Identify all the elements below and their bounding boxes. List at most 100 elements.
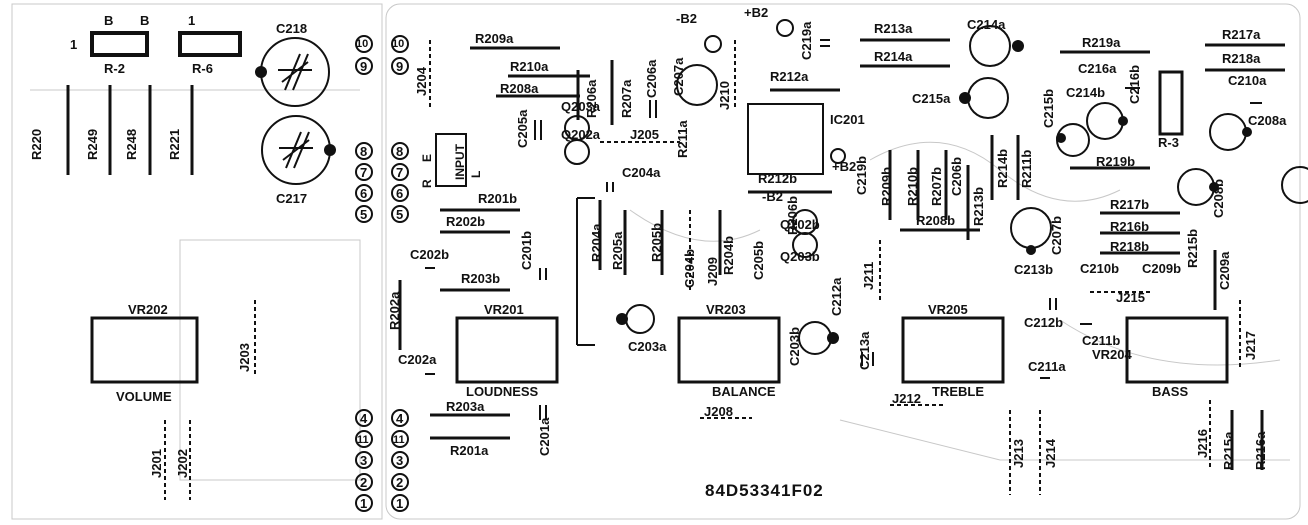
vr201-label: VR201 bbox=[484, 302, 524, 317]
j212-label: J212 bbox=[892, 391, 921, 406]
vr204-body bbox=[1125, 316, 1229, 384]
c208b-label: C208b bbox=[1211, 178, 1226, 218]
input-letter-r: R bbox=[420, 179, 434, 188]
j202-label: J202 bbox=[175, 449, 190, 478]
c213b-label: C213b bbox=[1014, 262, 1054, 277]
pad-3-left: 3 bbox=[360, 453, 368, 468]
r207b-label: R207b bbox=[929, 166, 944, 206]
c219a-label: C219a bbox=[799, 21, 814, 60]
vr203-body bbox=[677, 316, 781, 384]
r212a-label: R212a bbox=[770, 69, 809, 84]
c204a-label: C204a bbox=[622, 165, 661, 180]
r2-label: R-2 bbox=[104, 61, 125, 76]
pad-10-left: 10 bbox=[356, 38, 369, 50]
treble-label: TREBLE bbox=[932, 384, 984, 399]
c218-label: C218 bbox=[276, 21, 308, 36]
input-label: INPUT bbox=[453, 144, 467, 180]
loudness-label: LOUDNESS bbox=[466, 384, 539, 399]
c201b-label: C201b bbox=[519, 230, 534, 270]
capacitor-c218-body bbox=[255, 37, 330, 107]
r201b-label: R201b bbox=[478, 191, 518, 206]
pad-9-right: 9 bbox=[396, 59, 404, 74]
r205b-label: R205b bbox=[649, 222, 664, 262]
c207b-label: C207b bbox=[1049, 215, 1064, 255]
c219b-label: C219b bbox=[854, 155, 869, 195]
r213a-label: R213a bbox=[874, 21, 913, 36]
c207a-label: C207a bbox=[671, 57, 686, 96]
c203a-label: C203a bbox=[628, 339, 667, 354]
r216b-label: R216b bbox=[1110, 219, 1150, 234]
r6-pin-1: 1 bbox=[188, 13, 196, 28]
pad-7-right: 7 bbox=[396, 165, 404, 180]
plus-b2-top: +B2 bbox=[744, 5, 769, 20]
pad-9-left: 9 bbox=[360, 59, 368, 74]
r204a-label: R204a bbox=[589, 223, 604, 262]
pad-4-left: 4 bbox=[360, 411, 368, 426]
j216-label: J216 bbox=[1195, 429, 1210, 458]
resistor-r2-body bbox=[90, 31, 149, 57]
c211b-label: C211b bbox=[1082, 333, 1121, 348]
r209b-label: R209b bbox=[879, 166, 894, 206]
pad-3-right: 3 bbox=[396, 453, 404, 468]
j217-label: J217 bbox=[1243, 331, 1258, 360]
ghost-traces bbox=[11, 3, 1301, 520]
r207a-label: R207a bbox=[619, 79, 634, 118]
r203b-label: R203b bbox=[461, 271, 501, 286]
c205b-label: C205b bbox=[751, 240, 766, 280]
r212b-label: R212b bbox=[758, 171, 798, 186]
r214a-label: R214a bbox=[874, 49, 913, 64]
vr202-body bbox=[90, 316, 199, 384]
c209b-label: C209b bbox=[1142, 261, 1182, 276]
connector-pads bbox=[355, 35, 409, 512]
input-letter-l: L bbox=[469, 170, 483, 178]
j213-label: J213 bbox=[1011, 439, 1026, 468]
r215b-label: R215b bbox=[1185, 228, 1200, 268]
r208b-label: R208b bbox=[916, 213, 956, 228]
pad-4-right: 4 bbox=[396, 411, 404, 426]
q202b-label: Q202b bbox=[780, 217, 820, 232]
r249-label: R249 bbox=[85, 128, 100, 160]
vr204-label: VR204 bbox=[1092, 347, 1132, 362]
pad-8-right: 8 bbox=[396, 144, 404, 159]
q203a-label: Q203a bbox=[561, 99, 601, 114]
c212b-label: C212b bbox=[1024, 315, 1064, 330]
input-letter-e: E bbox=[420, 153, 434, 162]
r210b-label: R210b bbox=[905, 166, 920, 206]
c210b-label: C210b bbox=[1080, 261, 1120, 276]
ic201-label: IC201 bbox=[830, 112, 865, 127]
r205a-label: R205a bbox=[610, 231, 625, 270]
c206a-label: C206a bbox=[644, 59, 659, 98]
volume-label: VOLUME bbox=[116, 389, 172, 404]
c206b-label: C206b bbox=[949, 156, 964, 196]
r209a-label: R209a bbox=[475, 31, 514, 46]
c212a-label: C212a bbox=[829, 277, 844, 316]
part-number: 84D53341F02 bbox=[705, 481, 824, 500]
input-connector-body bbox=[435, 133, 467, 187]
j204-label: J204 bbox=[414, 67, 429, 96]
r202b-label: R202b bbox=[446, 214, 486, 229]
c208a-label: C208a bbox=[1248, 113, 1287, 128]
r219a-label: R219a bbox=[1082, 35, 1121, 50]
c214a-label: C214a bbox=[967, 17, 1006, 32]
j201-label: J201 bbox=[149, 449, 164, 478]
c215a-label: C215a bbox=[912, 91, 951, 106]
j203-label: J203 bbox=[237, 343, 252, 372]
vr201-body bbox=[455, 316, 559, 384]
pad-5-left: 5 bbox=[360, 207, 368, 222]
j208-label: J208 bbox=[704, 404, 733, 419]
r218b-label: R218b bbox=[1110, 239, 1150, 254]
r2-pin-b-left: B bbox=[104, 13, 114, 28]
minus-b2-mid: -B2 bbox=[762, 189, 783, 204]
c215b-label: C215b bbox=[1041, 88, 1056, 128]
r215a-label: R215a bbox=[1221, 431, 1236, 470]
c209a-label: C209a bbox=[1217, 251, 1232, 290]
resistor-r3-body bbox=[1158, 70, 1184, 136]
r210a-label: R210a bbox=[510, 59, 549, 74]
c202a-label: C202a bbox=[398, 352, 437, 367]
r219b-label: R219b bbox=[1096, 154, 1136, 169]
vr205-label: VR205 bbox=[928, 302, 968, 317]
c217-label: C217 bbox=[276, 191, 308, 206]
pad-6-left: 6 bbox=[360, 186, 368, 201]
pad-11-left: 11 bbox=[357, 434, 369, 446]
